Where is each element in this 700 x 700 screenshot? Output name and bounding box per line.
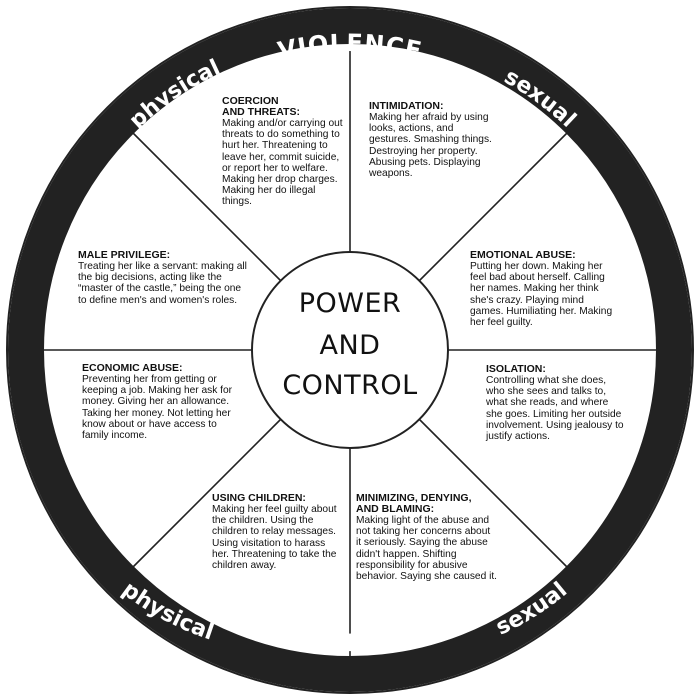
segment-body: Making light of the abuse and not taking…: [356, 515, 498, 583]
segment-body: Making her afraid by using looks, action…: [369, 112, 492, 180]
segment-emotional-abuse: EMOTIONAL ABUSE: Putting her down. Makin…: [470, 249, 615, 329]
segment-minimizing-denying-blaming: MINIMIZING, DENYING, AND BLAMING: Making…: [356, 492, 498, 583]
segment-body: Making and/or carrying out threats to do…: [222, 118, 343, 208]
outer-border: [6, 6, 694, 694]
segment-title: COERCION AND THREATS:: [222, 95, 300, 118]
segment-intimidation: INTIMIDATION: Making her afraid by using…: [369, 100, 495, 180]
segment-economic-abuse: ECONOMIC ABUSE: Preventing her from gett…: [82, 362, 238, 442]
segment-title: EMOTIONAL ABUSE:: [470, 249, 576, 261]
spokes: [42, 42, 658, 658]
segment-body: Treating her like a servant: making all …: [78, 261, 247, 306]
outer-rim: [8, 8, 692, 692]
segment-body: Preventing her from getting or keeping a…: [82, 374, 233, 442]
segment-body: Putting her down. Making her feel bad ab…: [470, 261, 613, 329]
segment-title: ISOLATION:: [486, 363, 546, 375]
segment-title: USING CHILDREN:: [212, 492, 306, 504]
segment-using-children: USING CHILDREN: Making her feel guilty a…: [212, 492, 344, 572]
center-word-control: CONTROL: [282, 370, 418, 401]
segment-title: INTIMIDATION:: [369, 100, 444, 112]
segment-body: Controlling what she does, who she sees …: [486, 375, 624, 443]
segment-title: MINIMIZING, DENYING, AND BLAMING:: [356, 492, 472, 515]
segment-title: MALE PRIVILEGE:: [78, 249, 171, 261]
center-word-power: POWER: [298, 288, 402, 319]
segment-male-privilege: MALE PRIVILEGE: Treating her like a serv…: [78, 250, 250, 306]
segment-coercion-and-threats: COERCION AND THREATS: Making and/or carr…: [222, 96, 348, 208]
segment-isolation: ISOLATION: Controlling what she does, wh…: [486, 363, 624, 443]
center-word-and: AND: [319, 330, 381, 361]
segment-title: ECONOMIC ABUSE:: [82, 362, 183, 374]
segment-body: Making her feel guilty about the childre…: [212, 504, 337, 572]
center-hub: [251, 251, 449, 449]
